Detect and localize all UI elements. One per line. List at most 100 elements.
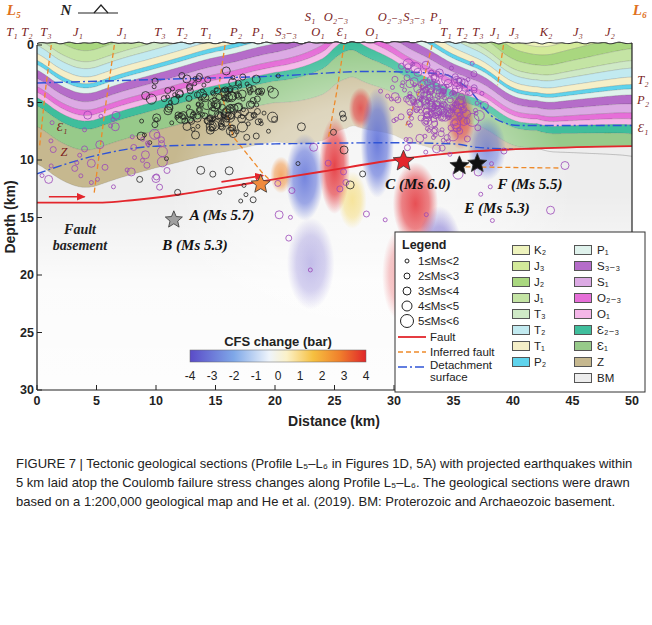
earthquake-circle: [410, 116, 414, 120]
legend-text: 3≤Ms<4: [418, 285, 459, 297]
earthquake-circle: [416, 134, 424, 142]
formation-label: T₃: [472, 25, 483, 40]
tick-mark: [37, 45, 42, 46]
legend-swatch: [512, 277, 530, 287]
stress-lobe: [168, 45, 573, 344]
earthquake-circle: [421, 98, 425, 102]
tick-label: 25: [328, 394, 342, 408]
legend-text: 5≤Ms<6: [418, 315, 459, 327]
north-arrow: [94, 5, 108, 13]
tick-label: 10: [149, 394, 163, 408]
epicenters: [165, 150, 487, 227]
earthquake-circle: [216, 94, 222, 100]
earthquake-circle: [479, 192, 483, 196]
earthquake-circle: [480, 91, 484, 95]
earthquake-circle: [462, 85, 468, 91]
earthquake-circle: [474, 111, 478, 115]
tick-label: 5: [27, 96, 34, 110]
earthquake-circle: [165, 88, 171, 94]
epicenter-star: [393, 150, 414, 170]
earthquake-circle: [111, 117, 115, 121]
tick-label: 35: [447, 394, 461, 408]
earthquake-circle: [140, 119, 144, 123]
formation-label: T₁: [440, 25, 451, 40]
earthquake-circle: [436, 71, 440, 75]
tick-mark: [37, 332, 42, 333]
earthquake-circle: [457, 96, 465, 104]
earthquake-circle: [186, 95, 192, 101]
earthquake-circle: [330, 129, 336, 135]
earthquake-circle: [379, 89, 383, 93]
earthquake-circle: [197, 166, 205, 174]
formation-label: J₁: [73, 25, 83, 40]
earthquake-circle: [209, 127, 213, 131]
tick-mark: [37, 275, 42, 276]
legend-swatch: [512, 309, 530, 319]
formation-label: Ɛ₁: [337, 25, 348, 40]
earthquake-circle: [225, 93, 233, 101]
earthquake-circle: [407, 109, 413, 115]
earthquake-circle: [141, 151, 149, 159]
earthquake-circle: [256, 88, 262, 94]
legend-text: Z: [597, 356, 604, 368]
earthquake-circle: [159, 141, 165, 147]
earthquake-circle: [451, 109, 455, 113]
tick-label: 10: [20, 153, 34, 167]
colorbar-tick: 3: [341, 369, 348, 383]
earthquake-circle: [244, 134, 250, 140]
earthquake-circle: [75, 161, 79, 165]
earthquake-circle: [394, 117, 398, 121]
earthquake-circle: [408, 123, 412, 127]
earthquake-circle: [561, 162, 569, 170]
legend-text: T₁: [534, 340, 545, 352]
earthquake-circle: [339, 111, 345, 117]
formation-label: T₂: [637, 73, 648, 88]
formation-label: O₂₋₃: [378, 9, 402, 25]
earthquake-circle: [296, 162, 300, 166]
earthquake-circle: [40, 174, 44, 178]
earthquake-circle: [170, 121, 174, 125]
formation-label: S₃₋₃: [403, 9, 425, 25]
earthquake-circle: [456, 97, 464, 105]
earthquake-circle: [244, 193, 248, 197]
earthquake-circle: [432, 127, 438, 133]
stress-lobe: [415, 206, 463, 310]
legend-text: T₂: [534, 324, 546, 336]
earthquake-circle: [433, 133, 437, 137]
earthquake-circle: [253, 133, 259, 139]
earthquake-circle: [96, 141, 104, 149]
colorbar-tick: -4: [185, 369, 196, 383]
earthquake-circle: [255, 103, 259, 107]
earthquake-circle: [424, 112, 430, 118]
slip-arrow: [49, 196, 85, 198]
tick-label: 40: [506, 394, 520, 408]
inferred-fault: [39, 45, 51, 149]
earthquake-circle: [422, 105, 426, 109]
earthquake-circle: [95, 177, 99, 181]
earthquake-circle: [407, 138, 413, 144]
earthquakes: [40, 59, 569, 272]
earthquake-circle: [501, 148, 507, 154]
earthquake-circle: [390, 107, 394, 111]
earthquake-circle: [439, 145, 445, 151]
tick-label: 45: [566, 394, 580, 408]
tick-label: 15: [20, 211, 34, 225]
legend-swatch: [574, 357, 592, 367]
earthquake-circle: [406, 68, 410, 72]
earthquake-circle: [424, 150, 428, 154]
earthquake-circle: [150, 129, 160, 139]
epicenter-star: [468, 153, 487, 171]
earthquake-circle: [337, 186, 343, 192]
legend-swatch: [512, 245, 530, 255]
epicenter-label: F (Ms 5.5): [497, 176, 562, 193]
earthquake-circle: [112, 111, 120, 119]
epicenter-label: A (Ms 5.7): [190, 207, 255, 224]
earthquake-circle: [340, 115, 346, 121]
profile-end-label: L₆: [633, 2, 647, 19]
inferred-fault: [498, 45, 504, 85]
north-arrow: [78, 12, 118, 13]
earthquake-circle: [431, 106, 441, 116]
earthquake-circle: [171, 96, 179, 104]
earthquake-circle: [325, 160, 331, 166]
legend-title: Legend: [402, 238, 446, 252]
